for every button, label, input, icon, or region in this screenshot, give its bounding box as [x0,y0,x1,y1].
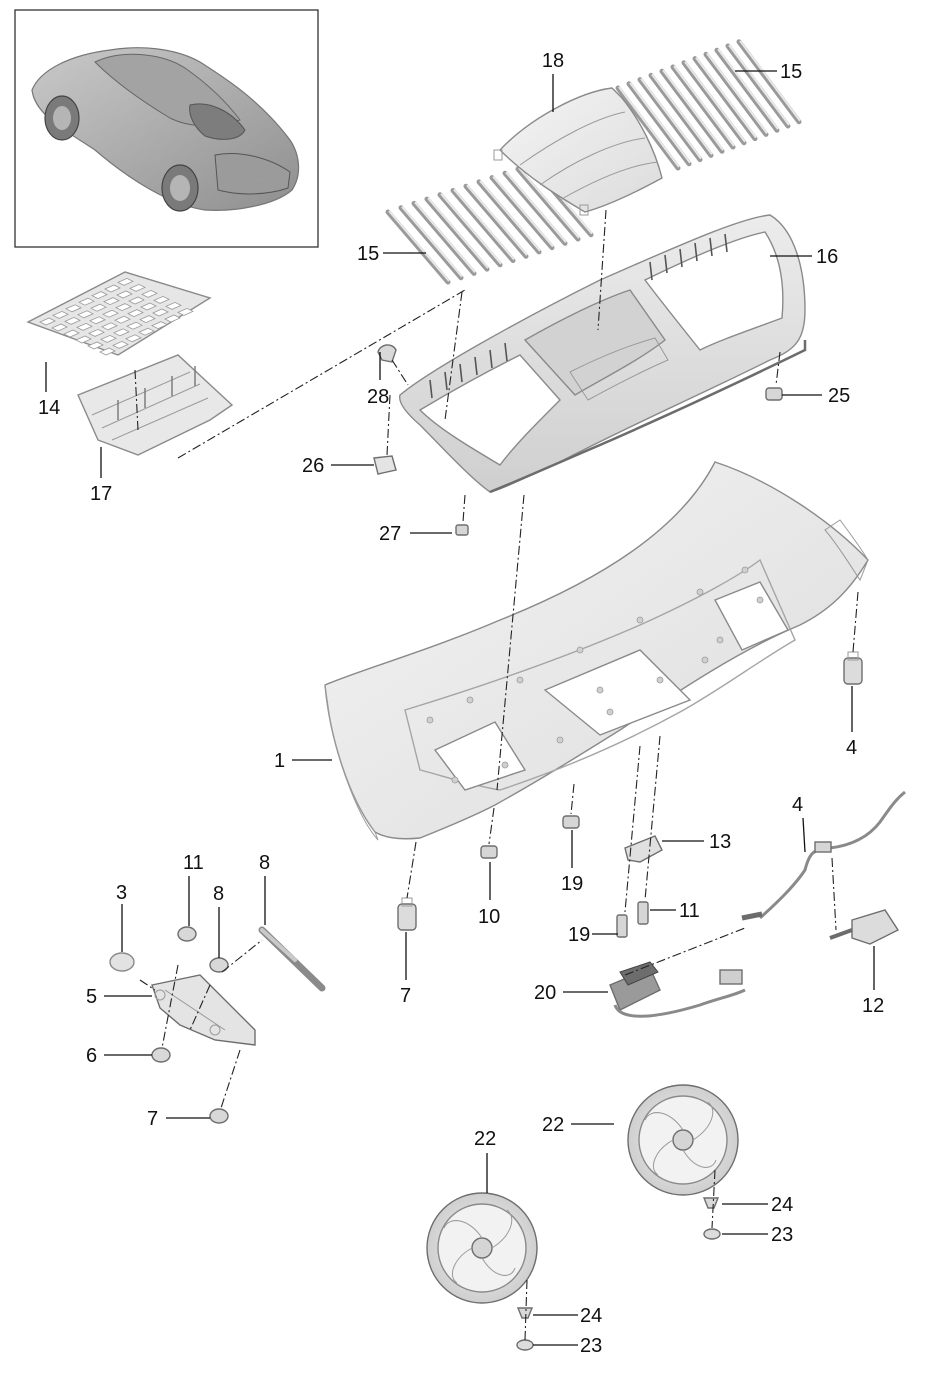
part-10-striker [624,835,663,863]
part-11-bolt-a [616,914,628,938]
callout-19-left: 10 [478,906,500,928]
part-22-fan-left [426,1192,538,1304]
part-23-washer-left [516,1339,534,1351]
callout-8-right: 8 [213,883,224,905]
callout-7-lower: 7 [147,1108,158,1130]
callout-6: 5 [86,986,97,1008]
callout-4-right: 4 [846,737,857,759]
callout-23-right: 23 [771,1224,793,1246]
callout-5: 3 [116,882,127,904]
callout-3: 8 [259,852,270,874]
part-12-actuator [829,909,900,945]
callout-8-left: 11 [183,852,204,874]
part-17-bracket [77,354,234,456]
part-19-nut-b [562,815,580,829]
callout-22-left: 22 [474,1128,496,1150]
callout-11-right: 11 [679,900,700,922]
callout-23-left: 23 [580,1335,602,1357]
part-11-bolt-b [637,901,649,925]
part-1-main-panel [324,461,869,841]
part-18-center-cover [493,87,663,216]
callout-24-right: 24 [771,1194,793,1216]
callout-27: 27 [379,523,401,545]
part-16-frame [398,214,807,494]
part-13-cable [741,790,906,921]
callout-20: 20 [534,982,556,1004]
part-23-washer-right [703,1228,721,1240]
part-24-grommet-left [516,1307,534,1319]
callout-26: 26 [302,455,324,477]
assembly-lines [134,209,859,1341]
part-3-gas-strut [258,926,326,992]
part-6-hinge [151,974,256,1046]
part-25-nut [765,387,783,401]
part-7-bolt-b [209,1108,229,1124]
callout-1: 1 [274,750,285,772]
callout-10: 13 [709,831,731,853]
callout-25: 25 [828,385,850,407]
callout-11-left: 19 [568,924,590,946]
part-8-washer-a [177,926,197,942]
part-4-bumper-left [397,897,417,931]
callout-17: 17 [90,483,112,505]
callout-22-right: 22 [542,1114,564,1136]
callout-leaders [45,70,875,1346]
callout-28: 28 [367,386,389,408]
callout-7-upper: 6 [86,1045,97,1067]
part-20-lock [609,961,746,1018]
callout-24-left: 24 [580,1305,602,1327]
callout-4-left: 7 [400,985,411,1007]
callout-15-lower: 15 [357,243,379,265]
callout-12: 12 [862,995,884,1017]
part-26-grommet [373,455,397,475]
part-15-slats-lower [385,162,594,285]
callout-16: 16 [816,246,838,268]
callout-14: 14 [38,397,60,419]
callout-13: 4 [792,794,803,816]
part-24-grommet-right [702,1197,720,1209]
part-22-fan-right [627,1084,739,1196]
vehicle-thumbnail [14,9,319,248]
part-19-nut-a [480,845,498,859]
part-15-slats-upper [615,39,802,171]
part-27-screw [455,524,469,536]
part-28-clip [377,344,397,363]
part-5-cap [109,952,135,972]
callout-15-upper: 15 [780,61,802,83]
part-14-grille-mat [26,271,212,356]
callout-19-right: 19 [561,873,583,895]
callout-labels: 18 15 15 16 14 17 28 25 26 27 1 4 4 13 1… [38,50,884,1357]
callout-18: 18 [542,50,564,72]
part-7-bolt-a [151,1047,171,1063]
part-4-bumper-right [843,651,863,685]
